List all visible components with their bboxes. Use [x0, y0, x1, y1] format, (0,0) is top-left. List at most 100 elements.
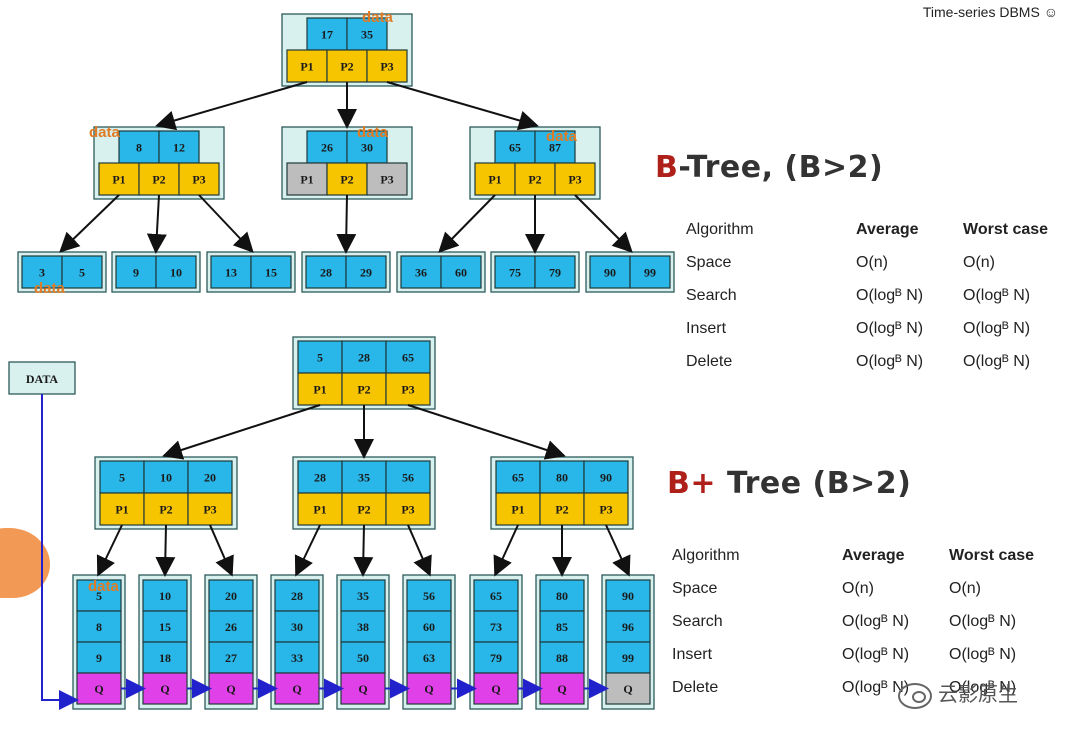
row-name: Space: [672, 579, 718, 597]
bplus-internal-3-key-text: 65: [512, 470, 524, 484]
bplus-leaf-key-text: 5: [96, 589, 102, 603]
bplus-internal-3-ptr-text: P3: [599, 502, 612, 516]
table-header-row: Algorithm Average Worst case: [686, 213, 1073, 246]
bplus-heading-highlight: B+: [667, 466, 717, 501]
row-name: Search: [672, 612, 723, 630]
bplus-internal-2-key-text: 56: [402, 470, 414, 484]
bplus-leaf-key-text: 20: [225, 589, 237, 603]
btree-internal-1-ptr-text: P1: [112, 172, 125, 186]
btree-root-key-text: 17: [321, 27, 333, 41]
watermark: 云影原生: [898, 678, 1018, 709]
row-name: Insert: [672, 645, 713, 663]
btree-internal-2-ptr-text: P1: [300, 172, 313, 186]
bplus-root-ptr-text: P1: [313, 382, 326, 396]
btree-internal-1-key-text: 8: [136, 140, 142, 154]
btree-root-key-cell: [306, 17, 348, 51]
btree-heading-highlight: B: [655, 150, 679, 185]
bplus-root-key-cell: [385, 340, 431, 374]
btree-leaf-key-cell: [494, 255, 536, 289]
btree-internal-2-key-text: 30: [361, 140, 373, 154]
header-algorithm: Algorithm: [686, 220, 754, 238]
bplus-root-ptr-cell: [297, 372, 343, 406]
bplus-internal-2-ptr-text: P1: [313, 502, 326, 516]
bplus-leaf-key-text: 9: [96, 651, 102, 665]
btree-internal-3-ptr-text: P1: [488, 172, 501, 186]
row-worst: O(logᴮ N): [963, 286, 1031, 304]
btree-leaf-key-text: 13: [225, 265, 237, 279]
row-name: Delete: [672, 678, 719, 696]
bplus-root-arrow: [407, 404, 566, 460]
btree-internal-3-ptr-text: P2: [528, 172, 541, 186]
btree-internal-1-ptr-text: P3: [192, 172, 205, 186]
bplus-leaf-pointer-text: Q: [292, 682, 301, 696]
bplus-complexity-table: Algorithm Average Worst case Space O(n) …: [672, 539, 1059, 704]
bplus-leaf-key-text: 90: [622, 589, 634, 603]
bplus-leaf-key-text: 88: [556, 651, 568, 665]
brand-label: Time-series DBMS ☺: [922, 4, 1058, 20]
bplus-root-ptr-cell: [341, 372, 387, 406]
btree-leaf-key-text: 75: [509, 265, 521, 279]
bplus-internal-2-ptr-text: P2: [357, 502, 370, 516]
btree-leaf-key-text: 9: [133, 265, 139, 279]
bplus-leaf-pointer-text: Q: [94, 682, 103, 696]
bplus-internal-arrow: [493, 524, 519, 577]
bplus-internal-1-ptr-text: P1: [115, 502, 128, 516]
bplus-leaf-key-cell: [605, 579, 651, 612]
row-worst: O(n): [949, 579, 981, 597]
btree-internal-3-ptr-cell: [514, 162, 556, 196]
bplus-root-key-cell: [297, 340, 343, 374]
btree-internal-1-key-text: 12: [173, 140, 185, 154]
btree-internal-1-ptr-text: P2: [152, 172, 165, 186]
table-row: Delete O(logᴮ N) O(logᴮ N): [686, 345, 1073, 378]
row-average: O(n): [842, 579, 874, 597]
row-worst: O(logᴮ N): [949, 612, 1017, 630]
bplus-data-box-text: DATA: [26, 372, 59, 386]
btree-internal-2-key-cell: [306, 130, 348, 164]
bplus-leaf-key-text: 56: [423, 589, 435, 603]
btree-leaf-key-cell: [210, 255, 252, 289]
row-worst: O(logᴮ N): [949, 645, 1017, 663]
btree-internal-arrow: [574, 194, 633, 253]
bplus-leaf-key-text: 28: [291, 589, 303, 603]
bplus-data-link-arrow: [41, 394, 79, 710]
btree-internal-2-ptr-text: P3: [380, 172, 393, 186]
btree-internal-2-ptr-cell: [366, 162, 408, 196]
bplus-internal-1-key-cell: [187, 460, 233, 494]
table-row: Insert O(logᴮ N) O(logᴮ N): [672, 638, 1059, 671]
bplus-internal-3-key-text: 80: [556, 470, 568, 484]
bplus-leaf-key-cell: [76, 610, 122, 643]
bplus-leaf-pointer-text: Q: [491, 682, 500, 696]
btree-internal-data-label: data: [357, 124, 389, 141]
bplus-internal-1-key-cell: [143, 460, 189, 494]
bplus-leaf-pointer-cell: [76, 672, 122, 705]
row-name: Search: [686, 286, 737, 304]
btree-leaf-key-text: 90: [604, 265, 616, 279]
btree-internal-2-key-cell: [346, 130, 388, 164]
btree-root-arrow: [386, 81, 539, 131]
table-row: Space O(n) O(n): [686, 246, 1073, 279]
bplus-leaf-key-cell: [406, 641, 452, 674]
bplus-internal-1-key-text: 10: [160, 470, 172, 484]
btree-leaf-key-cell: [21, 255, 63, 289]
row-worst: O(logᴮ N): [963, 319, 1031, 337]
bplus-leaf-pointer-text: Q: [358, 682, 367, 696]
btree-leaf-key-text: 29: [360, 265, 372, 279]
bplus-internal-1-ptr-cell: [187, 492, 233, 526]
bplus-internal-3-ptr-text: P2: [555, 502, 568, 516]
bplus-internal-arrow: [605, 524, 631, 577]
bplus-root-key-text: 28: [358, 350, 370, 364]
header-worst-case: Worst case: [949, 546, 1035, 564]
bplus-internal-3-key-cell: [583, 460, 629, 494]
bplus-internal-1-key-text: 5: [119, 470, 125, 484]
row-average: O(logᴮ N): [856, 319, 924, 337]
btree-internal-1-ptr-cell: [178, 162, 220, 196]
row-name: Space: [686, 253, 732, 271]
bplus-leaf-pointer-text: Q: [424, 682, 433, 696]
bplus-leaf-key-text: 73: [490, 620, 502, 634]
bplus-leaf-key-text: 10: [159, 589, 171, 603]
btree-leaf-key-cell: [305, 255, 347, 289]
btree-leaf-key-cell: [400, 255, 442, 289]
watermark-text: 云影原生: [938, 682, 1018, 706]
btree-heading-rest: -Tree, (B>2): [678, 150, 884, 185]
bplus-leaf-key-cell: [274, 610, 320, 643]
